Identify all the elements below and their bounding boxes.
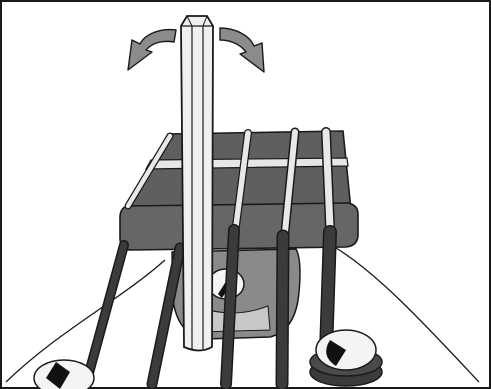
string-4-lower — [282, 236, 283, 384]
string-4-upper — [326, 132, 330, 228]
allen-wrench — [181, 16, 213, 351]
